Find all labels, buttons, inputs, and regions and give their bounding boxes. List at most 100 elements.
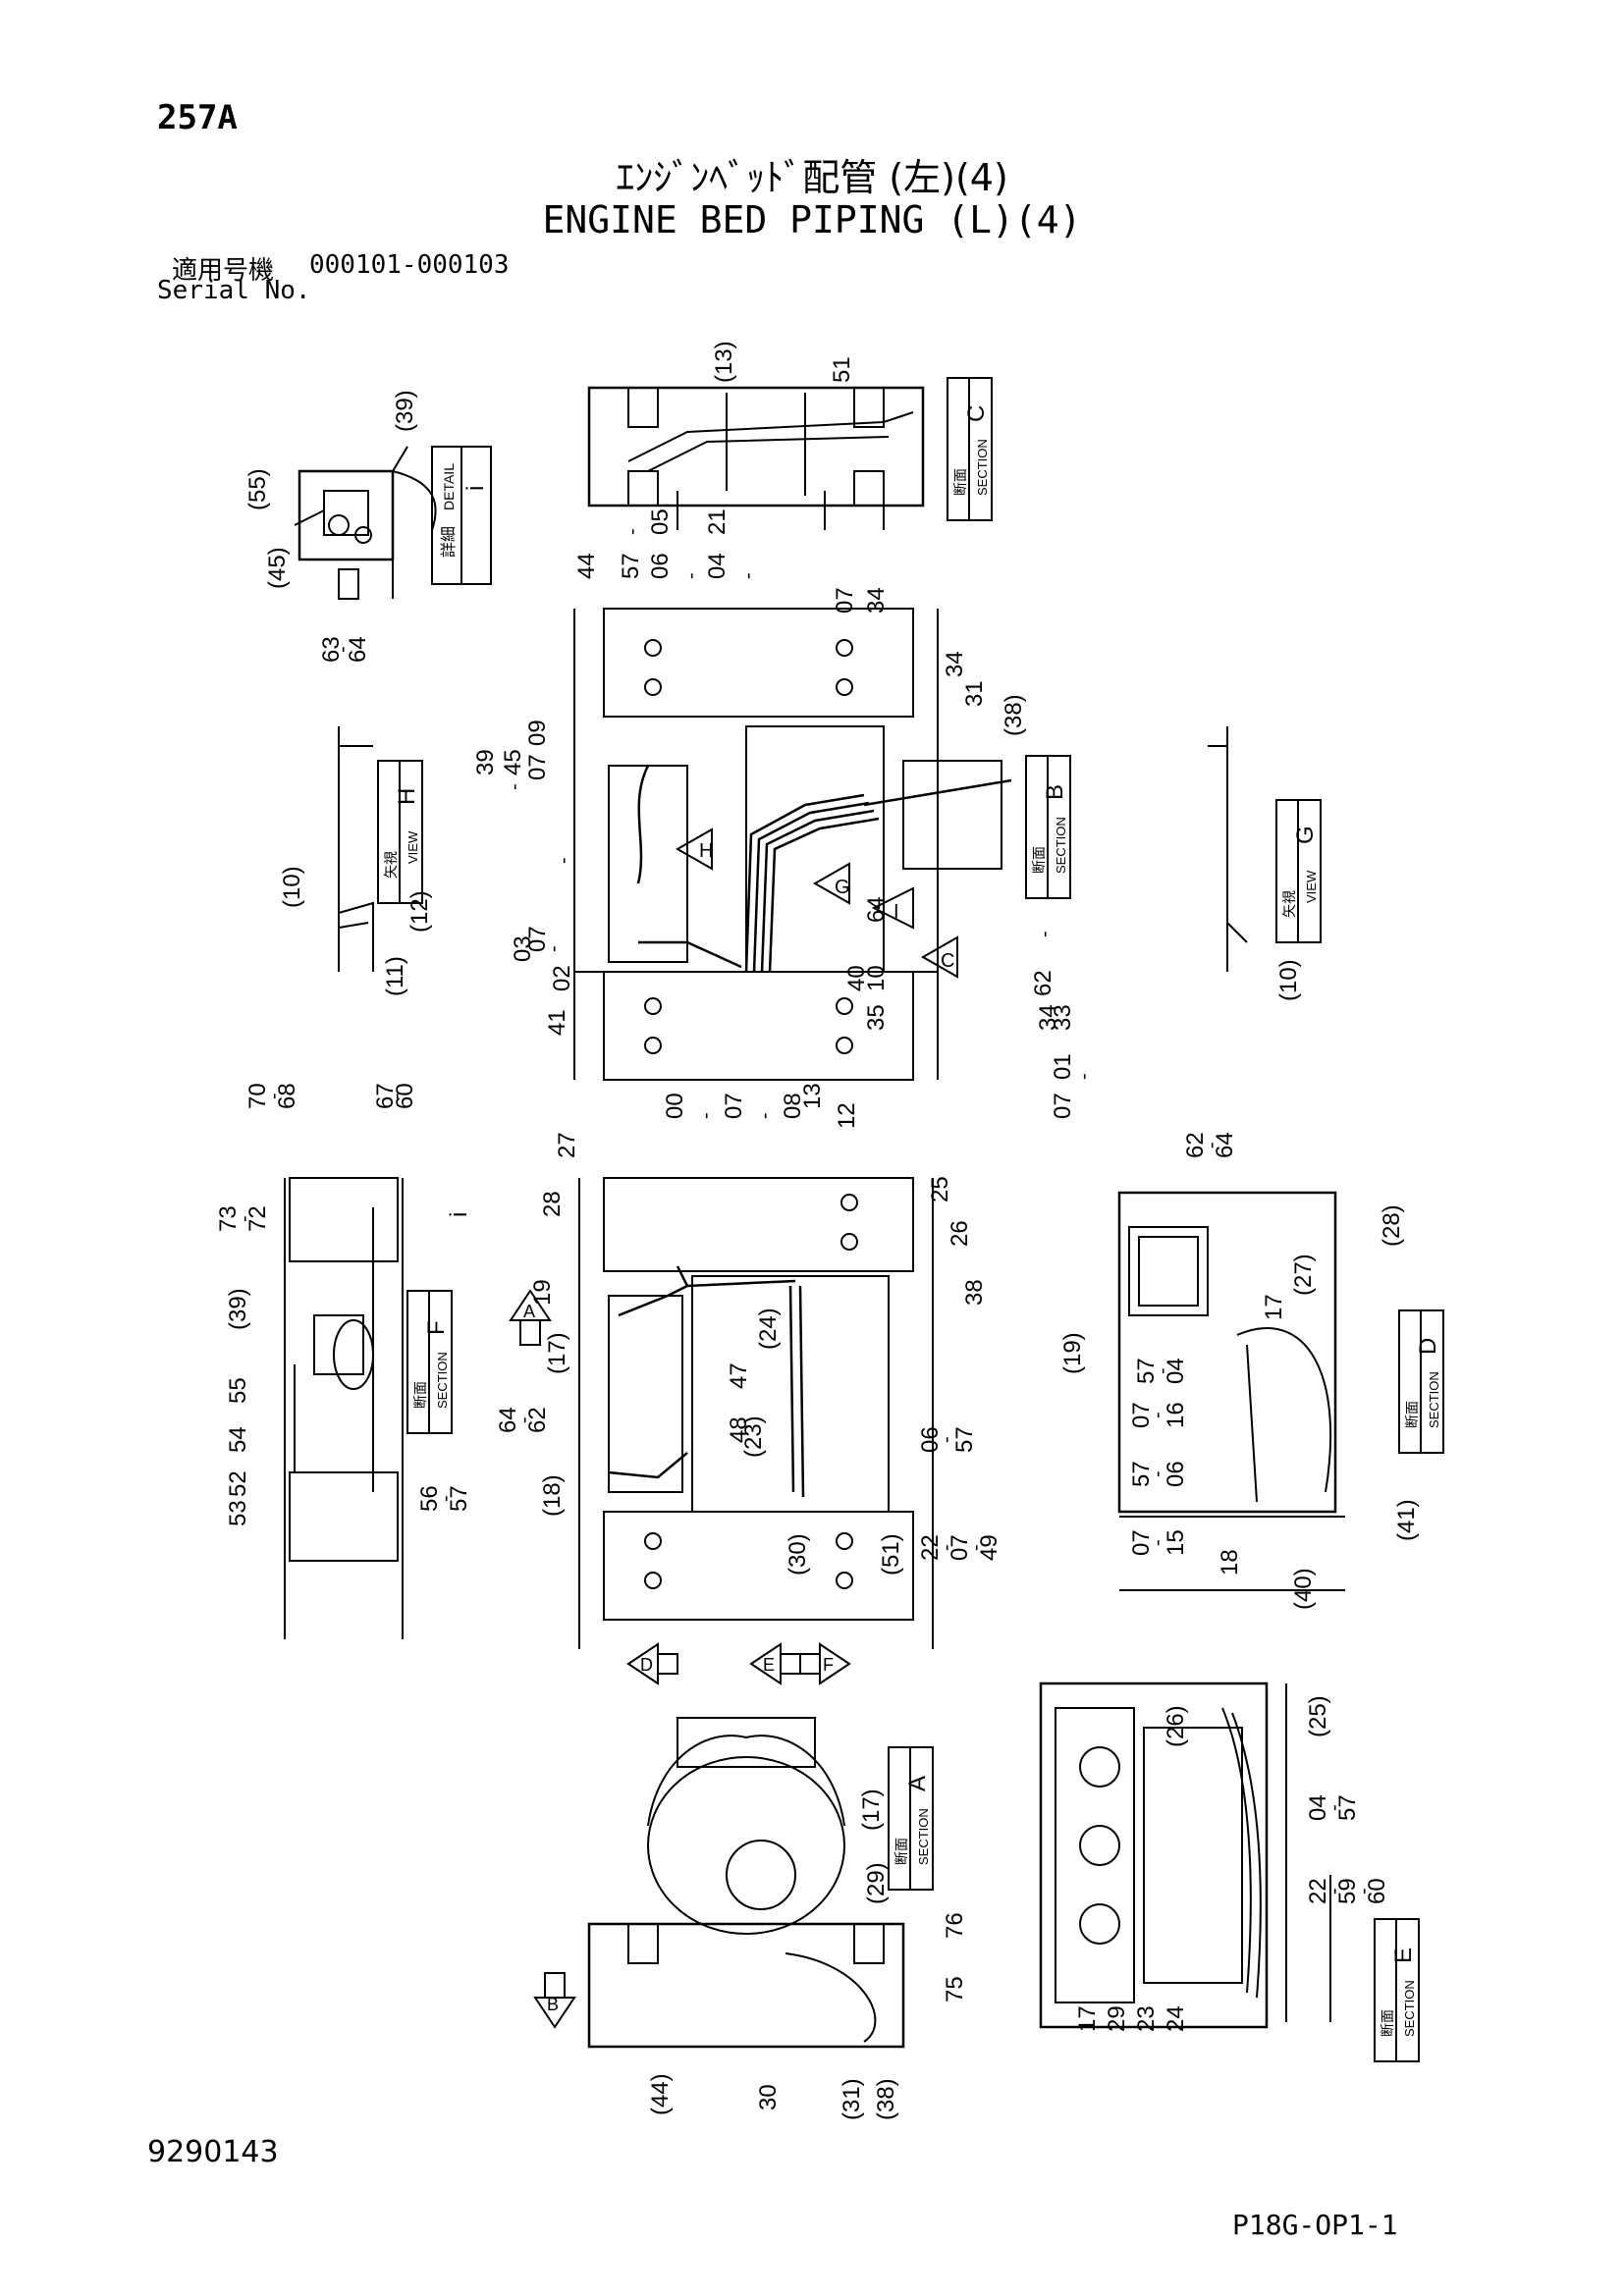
view-g-label-letter: G	[1292, 826, 1319, 844]
callout-top-main: 01	[1050, 1053, 1076, 1080]
callout-top-main: 07	[524, 926, 551, 952]
page-number: 257A	[157, 98, 238, 137]
section-c-label-en: SECTION	[975, 439, 990, 496]
callout-section-d: (41)	[1393, 1499, 1420, 1541]
serial-label-japanese: 適用号機	[172, 256, 275, 286]
callout-mid-main: 38	[961, 1279, 988, 1306]
callout-top-main: 06	[647, 553, 674, 579]
title-japanese: ｴﾝｼﾞﾝﾍﾞｯﾄﾞ配管 (左)(4)	[616, 156, 1008, 199]
callout-section-f: -	[386, 1093, 407, 1099]
callout-top-main: -	[754, 1112, 776, 1119]
document-number: 9290143	[147, 2135, 279, 2169]
arrow-h-label: H	[699, 840, 713, 862]
serial-range: 000101-000103	[309, 250, 510, 280]
section-c-view	[587, 386, 925, 530]
arrow-b-label: B	[547, 1995, 559, 2014]
section-a-view	[587, 1717, 905, 2049]
callout-mid-main: (18)	[539, 1474, 566, 1517]
callout-section-f: (39)	[225, 1288, 251, 1330]
section-a-label: 断面 SECTION A	[888, 1746, 934, 1891]
callout-section-f: 57	[446, 1485, 472, 1512]
view-g-label: 矢視 VIEW G	[1275, 799, 1322, 943]
callout-top-main: 13	[799, 1083, 826, 1109]
callout-top-main: 04	[704, 553, 731, 579]
callout-section-a: (31)	[839, 2078, 865, 2120]
callout-section-d: 15	[1163, 1529, 1189, 1556]
callout-top-main: 64	[863, 896, 890, 923]
callout-section-f: 70	[244, 1083, 271, 1109]
detail-i-label-en: DETAIL	[441, 463, 457, 510]
callout-top-main: 34	[942, 651, 968, 677]
callout-section-e: 29	[1104, 2005, 1130, 2032]
callout-mid-main: (51)	[878, 1533, 904, 1575]
callout-section-d: -	[1201, 1142, 1222, 1148]
section-e-label-jp: 断面	[1380, 2009, 1395, 2037]
section-f-label: 断面 SECTION F	[406, 1290, 453, 1434]
callout-mid-main: 64	[495, 1407, 521, 1433]
view-h-view	[338, 726, 374, 972]
callout-mid-main: 19	[529, 1279, 556, 1306]
callout-top-main: 09	[524, 720, 551, 746]
callout-view-h: (12)	[406, 890, 433, 933]
callout-detail-i: (39)	[392, 390, 418, 432]
section-b-label-en: SECTION	[1054, 817, 1068, 874]
callout-detail-i: 64	[345, 636, 371, 663]
callout-mid-main: (30)	[785, 1533, 811, 1575]
callout-section-f: 55	[225, 1377, 251, 1404]
callout-section-f: 54	[225, 1426, 251, 1453]
callout-top-main: 45	[500, 749, 526, 775]
callout-top-main: -	[553, 857, 574, 864]
callout-top-main: -	[543, 945, 565, 952]
detail-i-view	[294, 446, 437, 600]
callout-section-d: -	[1147, 1539, 1168, 1546]
arrow-i-label: I	[893, 901, 899, 923]
callout-top-main: 34	[863, 587, 890, 614]
section-e-label-en: SECTION	[1402, 1980, 1417, 2037]
view-h-label-en: VIEW	[406, 830, 420, 864]
callout-detail-i: (55)	[244, 468, 271, 510]
view-g-label-en: VIEW	[1304, 870, 1319, 903]
callout-top-main: 12	[834, 1102, 860, 1129]
arrow-b: B	[533, 1972, 576, 2029]
callout-mid-main: 48	[726, 1416, 752, 1443]
callout-section-d: 16	[1163, 1402, 1189, 1428]
callout-section-a: (44)	[647, 2073, 674, 2115]
callout-view-g: (10)	[1275, 959, 1302, 1001]
callout-section-d: 07	[1128, 1529, 1155, 1556]
section-d-label-en: SECTION	[1427, 1371, 1441, 1428]
section-c-label-letter: C	[963, 405, 990, 422]
callout-section-e: 23	[1133, 2005, 1160, 2032]
callout-section-a: (38)	[873, 2078, 899, 2120]
mid-main-pipes	[608, 1265, 805, 1498]
section-e-label: 断面 SECTION E	[1374, 1918, 1420, 2062]
callout-top-main: 44	[573, 553, 600, 579]
callout-mid-main: 26	[947, 1220, 973, 1247]
callout-mid-main: 22	[917, 1534, 944, 1561]
callout-section-f: 56	[416, 1485, 443, 1512]
callout-section-d: 64	[1212, 1132, 1238, 1158]
arrow-f-label: F	[823, 1655, 834, 1675]
section-f-label-letter: F	[423, 1320, 450, 1335]
callout-top-main: 35	[863, 1004, 890, 1031]
section-c-label: 断面 SECTION C	[947, 377, 993, 521]
callout-view-h: (11)	[382, 956, 408, 996]
callout-section-f: 52	[225, 1470, 251, 1497]
callout-top-main: -	[1073, 1073, 1095, 1080]
callout-section-c: (13)	[711, 341, 737, 383]
callout-top-main: 57	[618, 553, 644, 579]
callout-top-main: 34	[1035, 1004, 1061, 1031]
callout-section-a: 75	[942, 1976, 968, 2002]
callout-section-d: 18	[1217, 1549, 1243, 1575]
callout-mid-main: -	[936, 1544, 957, 1551]
callout-section-d: -	[1147, 1412, 1168, 1418]
section-b-label-jp: 断面	[1031, 846, 1047, 874]
callout-mid-main: 62	[524, 1407, 551, 1433]
callout-top-main: 07	[832, 587, 858, 614]
callout-top-main: 40	[843, 965, 870, 991]
callout-top-main: 39	[472, 749, 499, 775]
arrow-e-label: E	[763, 1655, 775, 1675]
callout-top-main: -	[622, 528, 643, 535]
callout-top-main: 41	[544, 1009, 570, 1036]
section-f-view	[284, 1177, 404, 1639]
callout-section-f: -	[435, 1495, 457, 1502]
